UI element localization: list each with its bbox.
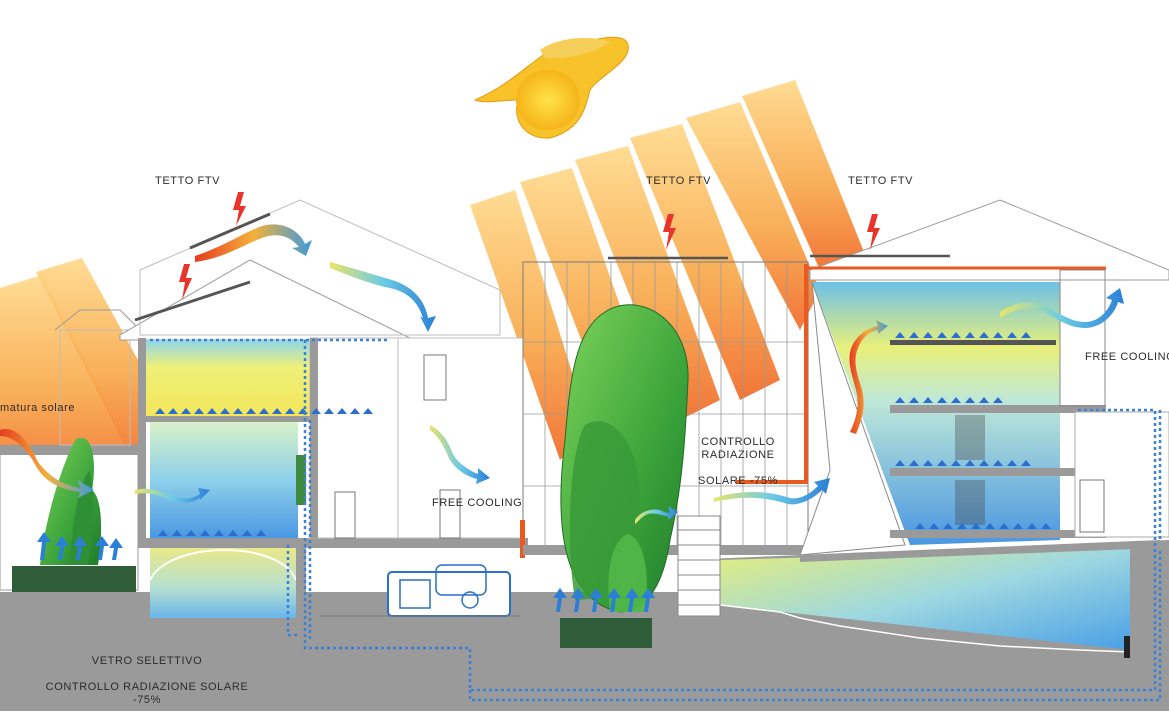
free-cooling-label-right: FREE COOLING: [1085, 351, 1169, 363]
airflow-arrow-icon: [0, 224, 1124, 612]
selective-glass-line1: VETRO SELETTIVO: [91, 655, 203, 667]
sun-icon: [473, 36, 629, 139]
left-building: [119, 199, 528, 618]
free-cooling-label-center: FREE COOLING: [432, 497, 523, 509]
selective-glass-line2: CONTROLLO RADIAZIONE SOLARE -75%: [45, 681, 249, 706]
floor-heating-vents-right: [895, 332, 1051, 529]
air-ducts: [150, 338, 1162, 702]
solar-greenhouse-label: matura solare: [0, 402, 76, 414]
radiation-control-line1: CONTROLLO RADIAZIONE: [701, 436, 775, 461]
heat-pump-icon: [320, 564, 520, 617]
roof-pv-label-right: TETTO FTV: [848, 175, 914, 187]
roof-pv-label-left: TETTO FTV: [155, 175, 221, 187]
roof-pv-label-center: TETTO FTV: [646, 175, 712, 187]
radiation-control-line2: SOLARE -75%: [698, 475, 778, 487]
lightning-icon: [179, 192, 880, 300]
radiation-control-label: CONTROLLO RADIAZIONE SOLARE -75%: [668, 423, 808, 501]
center-atrium: [520, 256, 813, 648]
left-greenhouse: [0, 309, 141, 592]
selective-glass-label: VETRO SELETTIVO CONTROLLO RADIAZIONE SOL…: [40, 642, 254, 720]
